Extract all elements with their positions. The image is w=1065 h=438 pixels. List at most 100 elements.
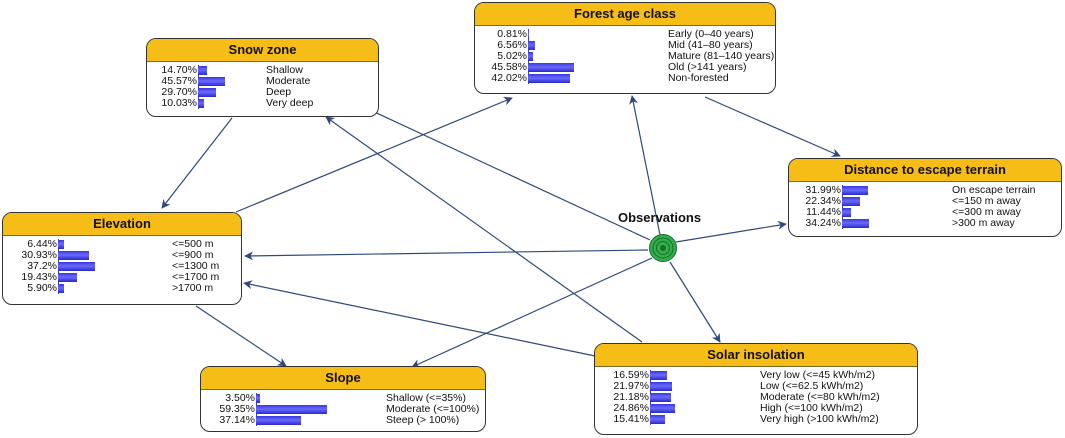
probability-bar-track (842, 218, 922, 229)
state-row[interactable]: 0.81%Early (0–40 years) (475, 29, 775, 40)
state-percent: 16.59% (613, 369, 649, 381)
state-label: >1700 m (172, 283, 214, 294)
state-label: High (<=100 kWh/m2) (760, 403, 863, 414)
state-label: Very high (>100 kWh/m2) (760, 414, 879, 425)
state-row[interactable]: 5.90% >1700 m (3, 283, 241, 294)
node-title: Slope (201, 367, 485, 390)
state-label: Early (0–40 years) (668, 29, 754, 40)
probability-bar-track (650, 381, 750, 392)
probability-bar-track (842, 207, 922, 218)
probability-bar-track (650, 403, 750, 414)
state-row[interactable]: 15.41% Very high (>100 kWh/m2) (595, 414, 917, 425)
node-slope[interactable]: Slope 3.50%Shallow (<=35%)59.35%Moderate… (200, 366, 486, 432)
state-row[interactable]: 29.70%Deep (147, 87, 378, 98)
probability-bar-track (528, 51, 628, 62)
probability-bar (650, 404, 675, 413)
state-row[interactable]: 14.70%Shallow (147, 65, 378, 76)
probability-bar-track (58, 283, 158, 294)
edge-forest-age-to-distance (704, 96, 841, 157)
state-row[interactable]: 21.18%Moderate (<=80 kWh/m2) (595, 392, 917, 403)
probability-bar-track (198, 87, 258, 98)
probability-bar-track (256, 415, 376, 426)
state-label: Non-forested (668, 73, 729, 84)
probability-bar (842, 208, 852, 217)
state-row[interactable]: 37.2%<=1300 m (3, 261, 241, 272)
state-row[interactable]: 6.44%<=500 m (3, 239, 241, 250)
probability-bar-track (528, 29, 628, 40)
probability-bar (198, 88, 216, 97)
state-row[interactable]: 11.44%<=300 m away (789, 207, 1061, 218)
state-percent: 42.02% (491, 72, 527, 84)
node-title: Elevation (3, 213, 241, 236)
state-row[interactable]: 37.14%Steep (> 100%) (201, 415, 485, 426)
node-distance-to-escape-terrain[interactable]: Distance to escape terrain 31.99%On esca… (788, 158, 1062, 237)
state-percent: 6.56% (497, 39, 527, 51)
probability-bar (256, 416, 301, 425)
probability-bar-track (528, 62, 628, 73)
probability-bar (58, 284, 64, 293)
state-row[interactable]: 22.34%<=150 m away (789, 196, 1061, 207)
state-row[interactable]: 24.86%High (<=100 kWh/m2) (595, 403, 917, 414)
state-row[interactable]: 59.35%Moderate (<=100%) (201, 404, 485, 415)
state-label: <=300 m away (952, 207, 1021, 218)
probability-bar (198, 99, 204, 108)
target-icon[interactable] (648, 233, 678, 263)
state-percent: 3.50% (225, 392, 255, 404)
state-percent: 31.99% (805, 184, 841, 196)
probability-bar-track (528, 40, 628, 51)
probability-bar (528, 74, 570, 83)
state-percent: 5.02% (497, 50, 527, 62)
probability-bar (58, 240, 65, 249)
edge-elevation-to-slope (195, 305, 287, 367)
state-label: <=900 m (172, 250, 214, 261)
edge-solar-to-snow-zone (325, 116, 643, 343)
edge-observations-to-snow-zone (354, 102, 651, 241)
probability-bar-track (58, 261, 158, 272)
probability-bar-track (198, 76, 258, 87)
state-row[interactable]: 6.56% Mid (41–80 years) (475, 40, 775, 51)
probability-bar (58, 262, 96, 271)
state-percent: 15.41% (613, 413, 649, 425)
state-label: <=1300 m (172, 261, 220, 272)
edge-observations-to-slope (411, 257, 653, 368)
probability-bar-track (58, 272, 158, 283)
state-row[interactable]: 19.43%<=1700 m (3, 272, 241, 283)
state-percent: 21.18% (613, 391, 649, 403)
state-percent: 37.14% (219, 414, 255, 426)
probability-bar-track (842, 185, 922, 196)
probability-bar-track (198, 65, 258, 76)
state-row[interactable]: 30.93%<=900 m (3, 250, 241, 261)
state-label: Moderate (<=100%) (386, 404, 480, 415)
state-label: >300 m away (952, 218, 1015, 229)
edge-elevation-to-forest-age (235, 96, 513, 213)
state-row[interactable]: 10.03%Very deep (147, 98, 378, 109)
probability-bar (650, 393, 672, 402)
edge-observations-to-elevation (244, 249, 649, 261)
state-row[interactable]: 42.02% Non-forested (475, 73, 775, 84)
state-label: Mid (41–80 years) (668, 40, 753, 51)
state-row[interactable]: 3.50%Shallow (<=35%) (201, 393, 485, 404)
state-label: Shallow (266, 65, 303, 76)
probability-bar-track (58, 250, 158, 261)
probability-bar (198, 77, 226, 86)
node-title: Forest age class (475, 3, 775, 26)
state-row[interactable]: 45.58%Old (>141 years) (475, 62, 775, 73)
node-solar-insolation[interactable]: Solar insolation 16.59%Very low (<=45 kW… (594, 343, 918, 435)
state-row[interactable]: 31.99%On escape terrain (789, 185, 1061, 196)
state-row[interactable]: 5.02%Mature (81–140 years) (475, 51, 775, 62)
state-percent: 5.90% (27, 282, 57, 294)
node-forest-age-class[interactable]: Forest age class 0.81%Early (0–40 years)… (474, 2, 776, 94)
edge-observations-to-distance (675, 220, 787, 243)
state-row[interactable]: 21.97%Low (<=62.5 kWh/m2) (595, 381, 917, 392)
state-row[interactable]: 45.57%Moderate (147, 76, 378, 87)
state-row[interactable]: 34.24%>300 m away (789, 218, 1061, 229)
edge-observations-to-solar (669, 261, 721, 343)
probability-bar-track (650, 414, 750, 425)
state-row[interactable]: 16.59%Very low (<=45 kWh/m2) (595, 370, 917, 381)
